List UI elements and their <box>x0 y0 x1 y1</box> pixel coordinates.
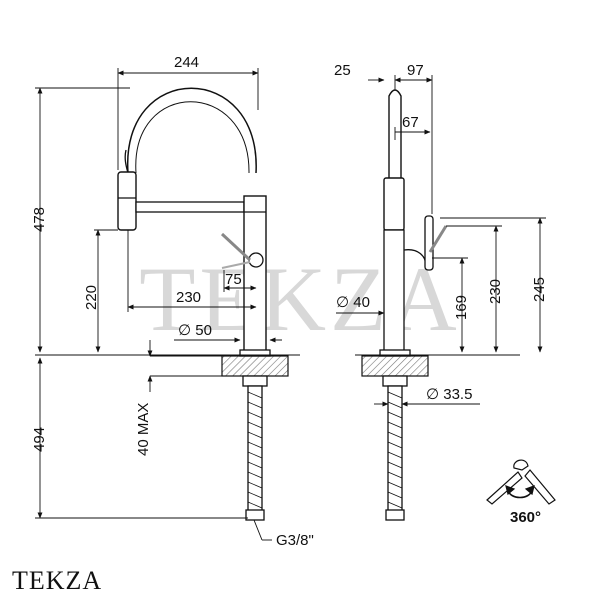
dim-body-diameter-label: ∅ 40 <box>336 294 370 311</box>
rotation-arrow-icon <box>486 459 556 505</box>
dim-base-diameter-label: ∅ 50 <box>178 322 212 339</box>
dim-total-height-label: 478 <box>31 207 48 232</box>
rotation-label: 360° <box>510 509 541 526</box>
dim-handle-top-height-label: 245 <box>531 277 548 302</box>
dim-handle-offset-label: 75 <box>225 271 242 288</box>
dim-width-label: 244 <box>174 54 199 71</box>
dim-handle-depth-label: 67 <box>402 114 419 131</box>
dim-spout-height-label: 230 <box>487 279 504 304</box>
dim-below-counter-label: 494 <box>31 427 48 452</box>
dim-connector-label: G3/8" <box>276 532 314 549</box>
dim-handle-low-height-label: 169 <box>453 295 470 320</box>
side-view-faucet <box>361 89 448 521</box>
front-view-faucet <box>117 87 289 521</box>
brand-logo-text: TEKZA <box>12 566 103 595</box>
dim-reach-label: 230 <box>176 289 201 306</box>
dim-top-offset-label: 25 <box>334 62 351 79</box>
side-dimension-lines <box>336 75 546 407</box>
dim-deck-thickness-label: 40 MAX <box>135 403 152 456</box>
dim-handle-height-label: 220 <box>83 285 100 310</box>
dim-top-depth-label: 97 <box>407 62 424 79</box>
dim-hole-diameter-label: ∅ 33.5 <box>426 386 472 403</box>
front-dimension-lines <box>35 68 300 541</box>
